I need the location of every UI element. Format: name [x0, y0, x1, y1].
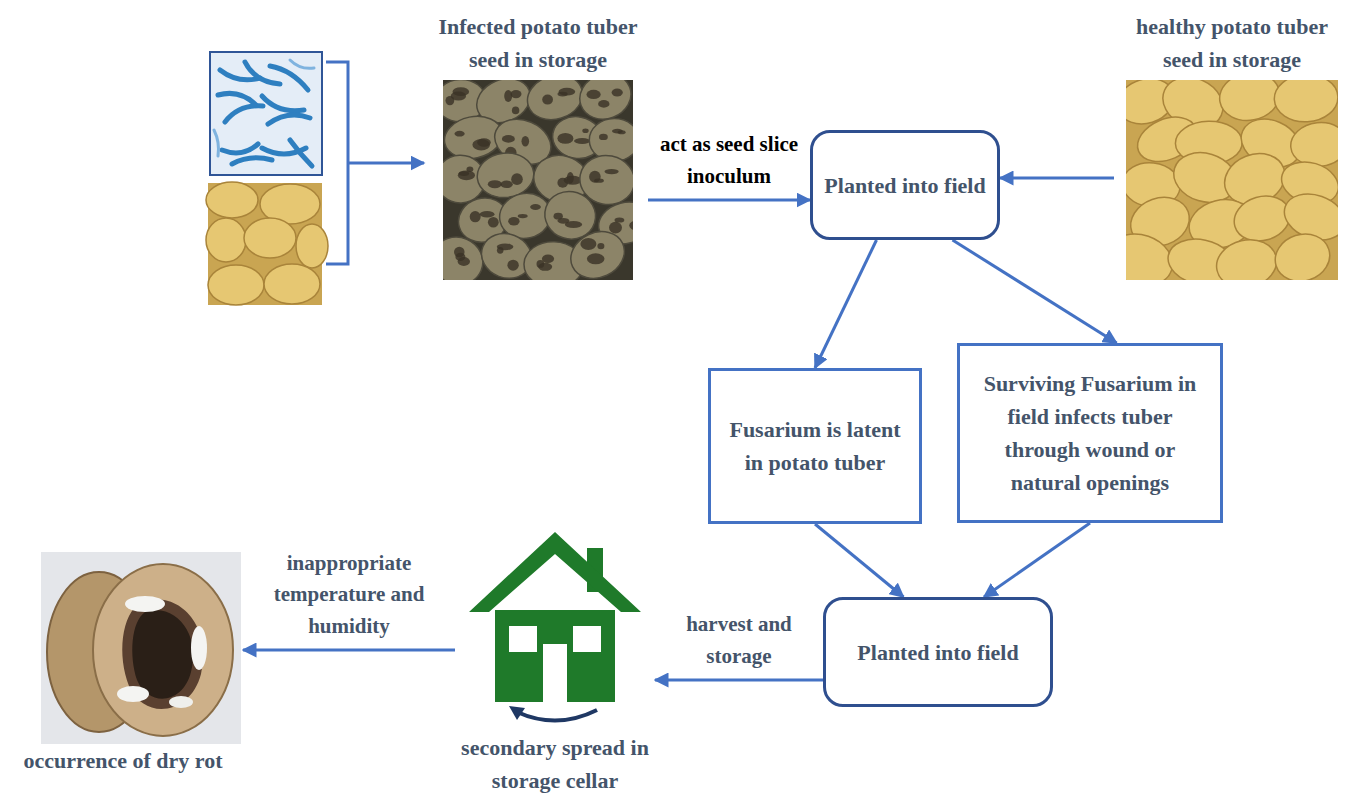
process-box: Fusarium is latent in potato tuber [708, 368, 922, 524]
text-group: Infected potato tuber seed in storage [428, 10, 648, 76]
storage-house-icon: secondary spread in storage cellar [455, 526, 655, 797]
image-caption: healthy potato tuber seed in storage [1114, 10, 1350, 76]
text-group: secondary spread in storage cellar [455, 731, 655, 797]
flow-arrow [1000, 177, 1114, 180]
flow-arrow [648, 199, 810, 202]
edge-label: harvest and storage [669, 609, 809, 672]
flow-arrow [984, 523, 1090, 597]
healthy-tuber-picture [1114, 80, 1350, 280]
process-box: Surviving Fusarium in field infects tube… [957, 343, 1223, 523]
box-text: Fusarium is latent in potato tuber [721, 413, 909, 479]
flow-arrow [655, 679, 823, 682]
image-caption: Infected potato tuber seed in storage [428, 10, 648, 76]
text-group: Planted into field [857, 636, 1018, 669]
storage-house-picture [455, 526, 655, 731]
flow-arrow [815, 240, 877, 368]
image-caption: secondary spread in storage cellar [455, 731, 655, 797]
edge-label: inappropriate temperature and humidity [260, 548, 438, 643]
process-box: Planted into field [823, 597, 1053, 707]
box-text: Planted into field [857, 636, 1018, 669]
infected-tuber-image: Infected potato tuber seed in storage [428, 10, 648, 280]
infected-tuber-picture [428, 80, 648, 280]
dry-rot-picture [41, 552, 243, 744]
edge-label: act as seed slice inoculum [650, 129, 808, 192]
flow-arrow [243, 649, 455, 652]
text-group: occurrence of dry rot [3, 744, 243, 777]
healthy-tuber-image: healthy potato tuber seed in storage [1114, 10, 1350, 280]
text-group: Surviving Fusarium in field infects tube… [970, 367, 1210, 499]
dry-rot-image: occurrence of dry rot [3, 552, 243, 777]
box-text: Planted into field [824, 169, 985, 202]
image-caption: occurrence of dry rot [3, 744, 243, 777]
text-group: Planted into field [824, 169, 985, 202]
potato-image [206, 182, 328, 305]
process-box: Planted into field [810, 130, 1000, 240]
bracket [326, 62, 424, 264]
spore-image [210, 52, 322, 175]
text-group: healthy potato tuber seed in storage [1114, 10, 1350, 76]
text-group: Fusarium is latent in potato tuber [721, 413, 909, 479]
box-text: Surviving Fusarium in field infects tube… [970, 367, 1210, 499]
flow-arrow [815, 524, 904, 597]
flow-arrow [953, 240, 1117, 343]
